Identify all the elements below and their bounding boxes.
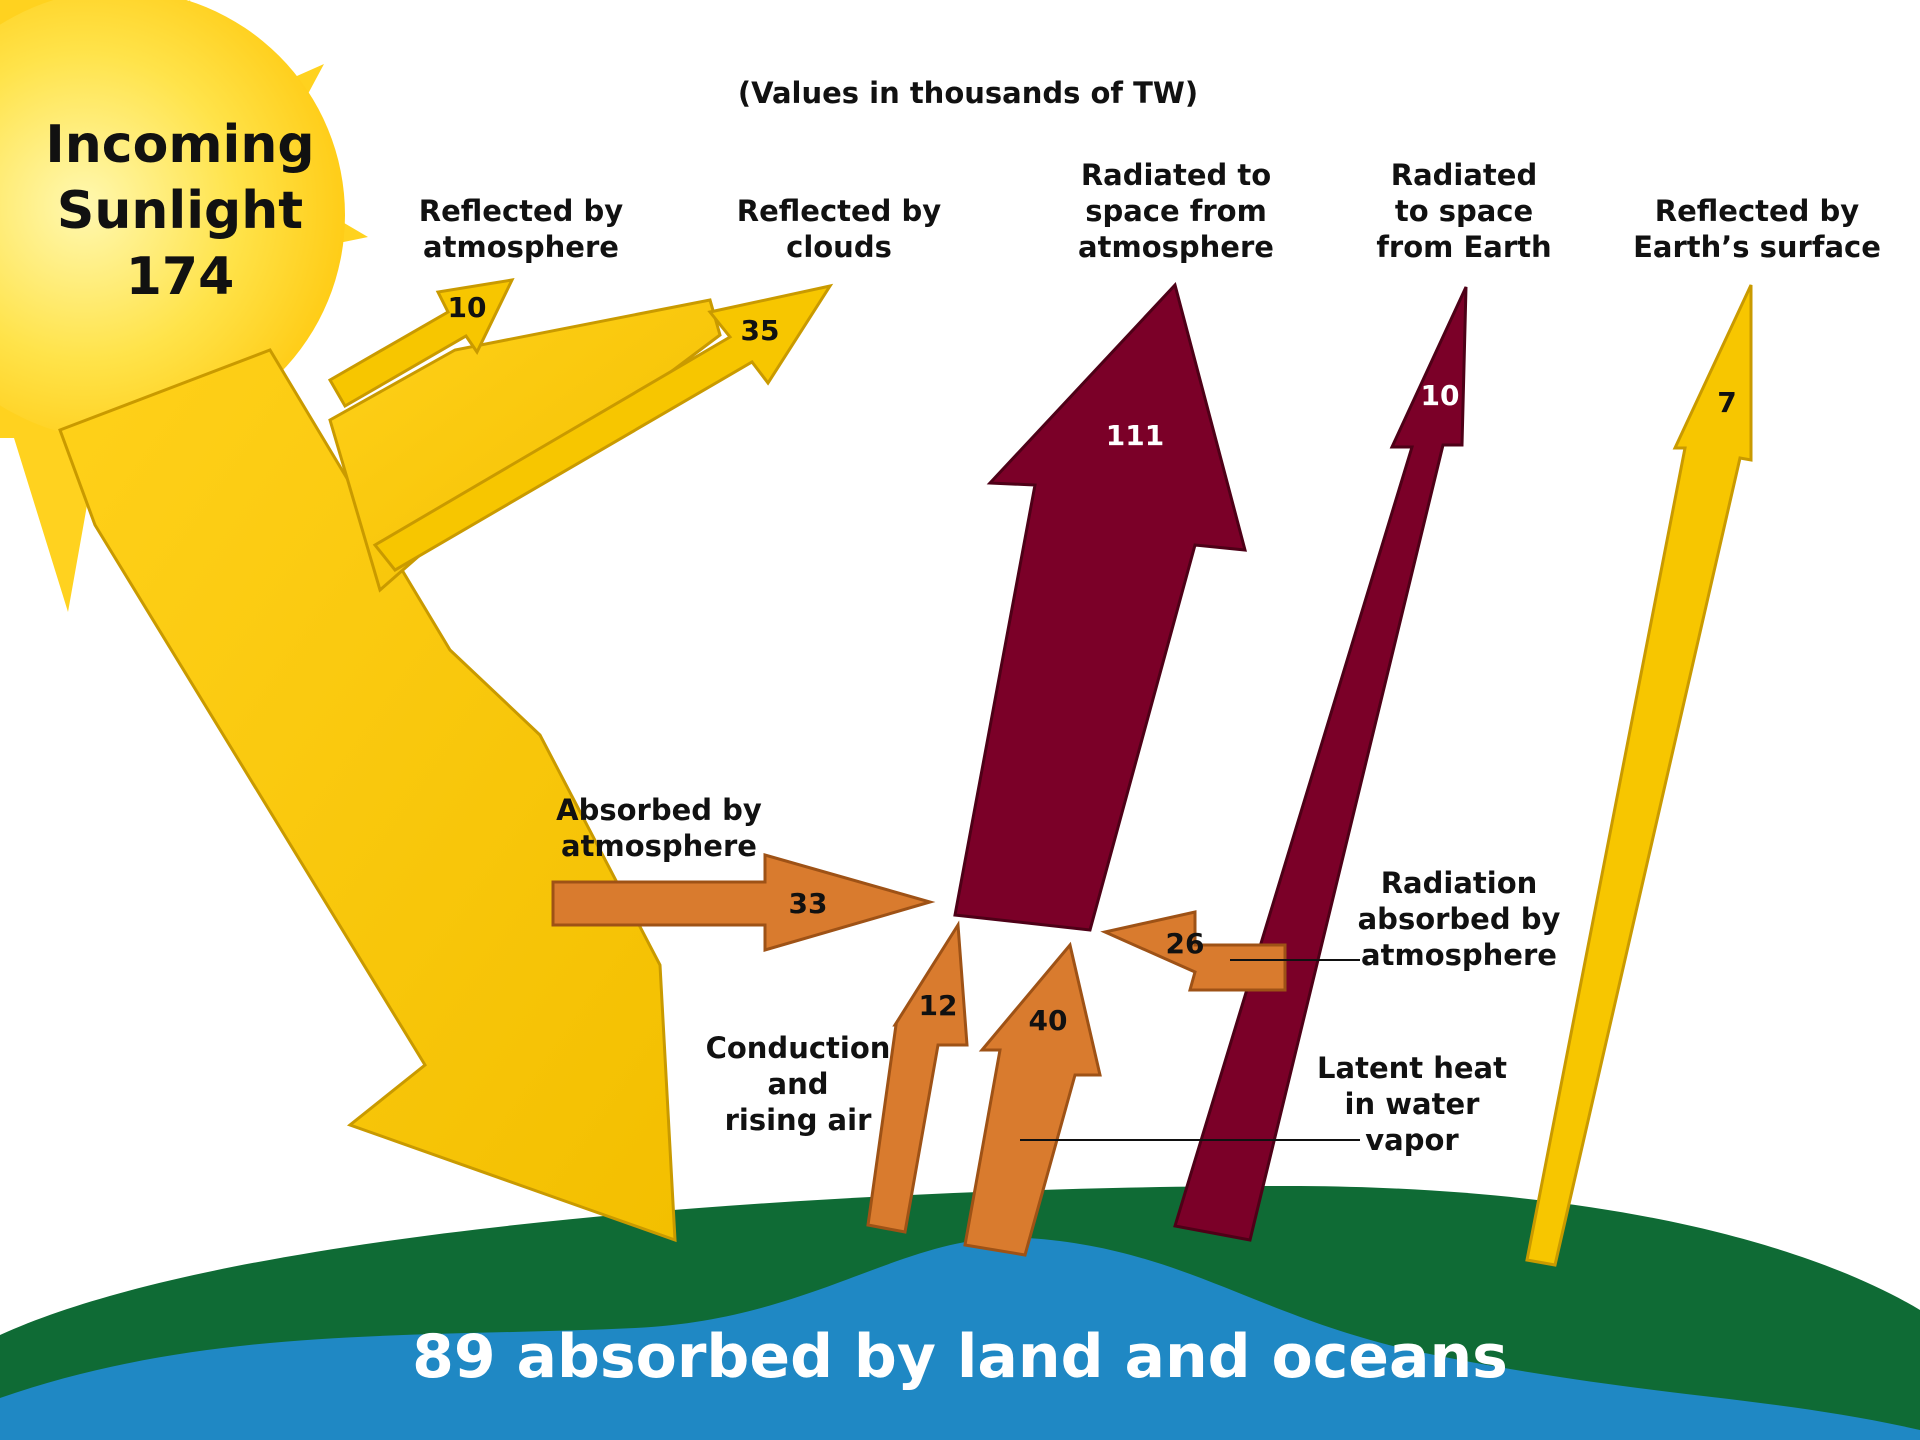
label-reflected-surface-1: Reflected by (1655, 194, 1859, 228)
reflected-atmosphere-value: 10 (448, 291, 487, 324)
label-conduction-3: rising air (725, 1103, 872, 1137)
label-radiated-earth-3: from Earth (1376, 230, 1551, 264)
reflected-by-surface-arrow: 7 (1525, 284, 1753, 1267)
conduction-arrow: 12 (866, 920, 969, 1234)
conduction-value: 12 (919, 989, 958, 1022)
label-conduction-1: Conduction (706, 1031, 891, 1065)
earth-surface (0, 1185, 1920, 1440)
label-radiation-absorbed-2: absorbed by (1358, 902, 1561, 936)
label-radiated-earth-1: Radiated (1391, 158, 1537, 192)
label-latent-heat-2: in water (1345, 1087, 1481, 1121)
radiation-absorbed-arrow: 26 (1100, 910, 1287, 992)
latent-heat-value: 40 (1029, 1004, 1068, 1037)
label-radiated-atmosphere-1: Radiated to (1081, 158, 1271, 192)
units-note: (Values in thousands of TW) (738, 76, 1198, 110)
label-reflected-surface-2: Earth’s surface (1633, 230, 1881, 264)
label-latent-heat-1: Latent heat (1317, 1051, 1507, 1085)
radiated-from-atmosphere-arrow: 111 (953, 281, 1248, 932)
incoming-solar-beam (58, 298, 722, 1243)
land-ocean-label: 89 absorbed by land and oceans (412, 1322, 1508, 1392)
label-radiated-atmosphere-3: atmosphere (1078, 230, 1274, 264)
label-radiation-absorbed-1: Radiation (1381, 866, 1538, 900)
label-radiated-earth-2: to space (1395, 194, 1533, 228)
label-reflected-clouds-2: clouds (786, 230, 892, 264)
latent-heat-arrow: 40 (963, 941, 1102, 1257)
incoming-line2: Sunlight (57, 181, 303, 241)
incoming-sunlight-title: Incoming Sunlight 174 (45, 115, 314, 307)
incoming-value: 174 (126, 247, 235, 307)
label-absorbed-atmosphere-1: Absorbed by (556, 793, 762, 827)
incoming-line1: Incoming (45, 115, 314, 175)
label-radiation-absorbed-3: atmosphere (1361, 938, 1557, 972)
radiated-from-earth-arrow: 10 (1173, 286, 1468, 1242)
label-absorbed-atmosphere-2: atmosphere (561, 829, 757, 863)
reflected-by-atmosphere-arrow: 10 (327, 278, 515, 409)
reflected-clouds-value: 35 (741, 314, 780, 347)
label-reflected-atmosphere-2: atmosphere (423, 230, 619, 264)
absorbed-atmosphere-value: 33 (789, 887, 828, 920)
radiated-earth-value: 10 (1421, 379, 1460, 412)
reflected-by-clouds-arrow: 35 (372, 283, 834, 572)
absorbed-by-atmosphere-arrow: 33 (551, 853, 936, 952)
label-reflected-atmosphere-1: Reflected by (419, 194, 623, 228)
label-latent-heat-3: vapor (1365, 1123, 1459, 1157)
label-reflected-clouds-1: Reflected by (737, 194, 941, 228)
label-conduction-2: and (768, 1067, 829, 1101)
radiation-absorbed-value: 26 (1166, 927, 1205, 960)
radiated-atmosphere-value: 111 (1106, 419, 1164, 452)
label-radiated-atmosphere-2: space from (1085, 194, 1267, 228)
reflected-surface-value: 7 (1717, 386, 1736, 419)
